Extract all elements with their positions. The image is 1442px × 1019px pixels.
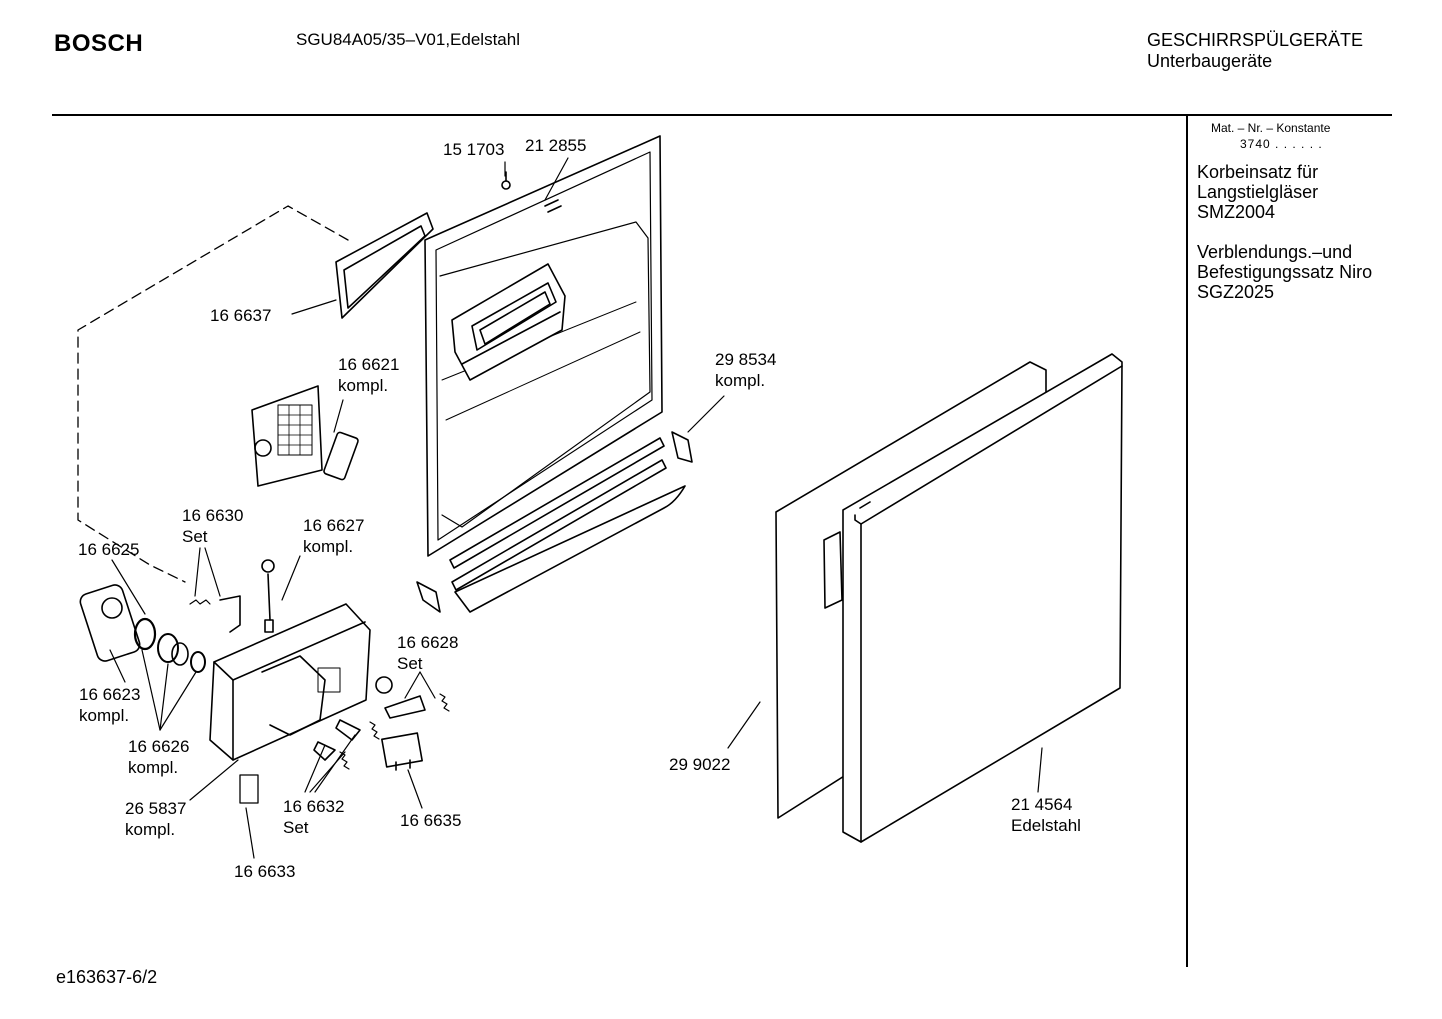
header-divider [52, 114, 1392, 116]
spring [339, 751, 350, 770]
o-ring [190, 651, 206, 673]
spring [439, 693, 450, 712]
part-label-166635: 16 6635 [400, 811, 462, 830]
inner-door-panel [424, 135, 663, 557]
part-label-166637: 16 6637 [210, 306, 272, 325]
part-label-166625: 16 6625 [78, 540, 140, 559]
dispenser-recess [451, 263, 566, 381]
category-title: GESCHIRRSPÜLGERÄTE [1147, 30, 1364, 50]
ball [375, 676, 393, 694]
brand-logo: BOSCH [54, 30, 144, 57]
latch-part [313, 741, 336, 761]
assembly-guide-line [77, 205, 349, 583]
spring [189, 599, 211, 605]
lever [219, 595, 241, 633]
screw [501, 171, 511, 190]
hinge-bracket [671, 431, 693, 463]
spring [369, 721, 380, 740]
valve-body [157, 633, 189, 666]
drawing-code: e163637-6/2 [56, 967, 158, 987]
accessory-note: Verblendungs.–und Befestigungssatz Niro … [1197, 242, 1373, 302]
subcategory-title: Unterbaugeräte [1147, 51, 1273, 71]
clip-bracket [416, 581, 441, 613]
leader-lines [109, 157, 1043, 859]
mat-nr-value: 3740 . . . . . . [1240, 137, 1323, 151]
control-module-housing [209, 603, 371, 761]
part-label-151703: 15 1703 [443, 140, 505, 159]
stainless-door-panel [842, 353, 1123, 843]
rinse-aid-module [251, 385, 323, 487]
small-cover [323, 431, 359, 481]
switch [381, 732, 423, 771]
lower-strips [449, 437, 686, 613]
seal-frame [335, 212, 434, 319]
model-title: SGU84A05/35–V01,Edelstahl [296, 30, 520, 49]
cover-plate [239, 774, 259, 804]
latch-lever [384, 695, 426, 719]
accessory-note: Korbeinsatz für Langstielgläser SMZ2004 [1197, 162, 1319, 222]
float-stem [261, 559, 275, 633]
seal-ring [133, 617, 157, 651]
part-label-166633: 16 6633 [234, 862, 296, 881]
mat-nr-header: Mat. – Nr. – Konstante [1211, 121, 1331, 135]
part-label-299022: 29 9022 [669, 755, 731, 774]
sidebar-divider [1186, 116, 1188, 967]
dispenser-lid [79, 584, 141, 662]
latch-part [335, 719, 361, 741]
part-label-212855: 21 2855 [525, 136, 587, 155]
